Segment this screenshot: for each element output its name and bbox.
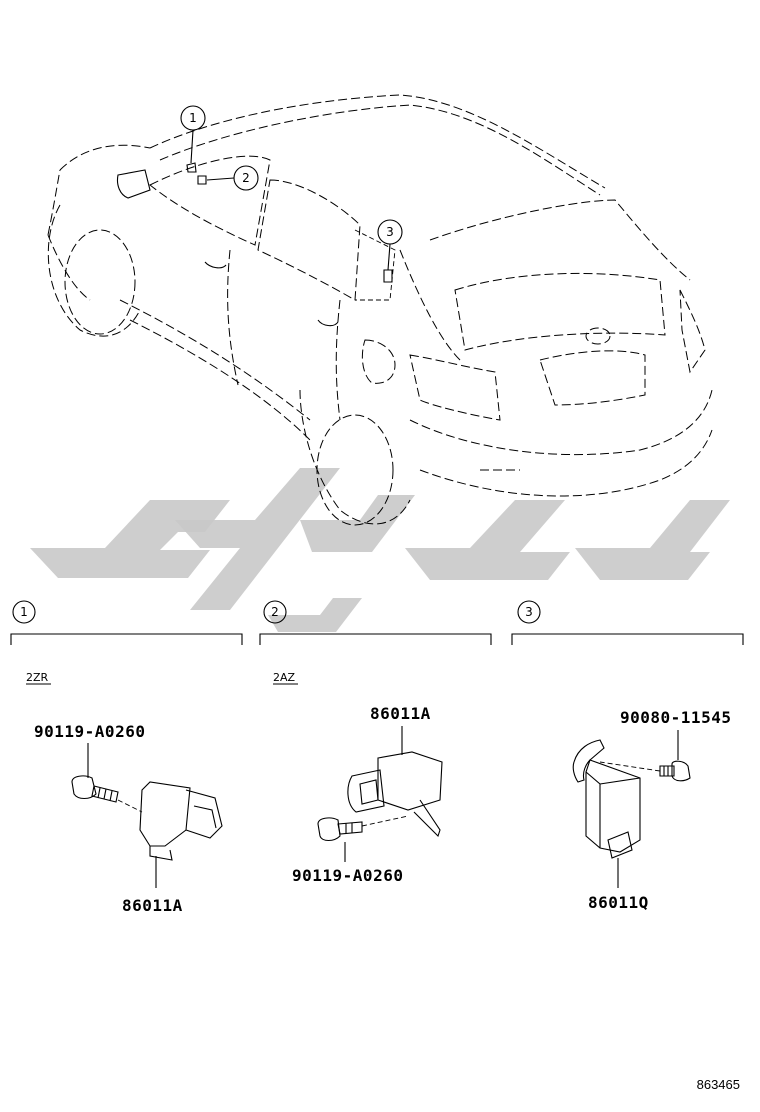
svg-text:1: 1 [20, 605, 28, 619]
part-number-90080-11545[interactable]: 90080-11545 [620, 708, 731, 727]
vehicle-outline [47, 94, 713, 526]
callout-1: 1 [180, 105, 206, 164]
engine-label-2az: 2AZ [273, 671, 296, 684]
callout-2: 2 [206, 165, 259, 191]
part-number-86011q[interactable]: 86011Q [588, 893, 649, 912]
part-number-86011a-s1[interactable]: 86011A [122, 896, 183, 915]
svg-text:3: 3 [525, 605, 533, 619]
watermark-logo [30, 468, 730, 632]
part-number-90119-a0260-s2[interactable]: 90119-A0260 [292, 866, 403, 885]
part-number-86011a-s2[interactable]: 86011A [370, 704, 431, 723]
svg-text:2: 2 [271, 605, 279, 619]
section-1-parts: 90119-A0260 86011A [34, 722, 223, 915]
svg-text:1: 1 [189, 111, 197, 125]
svg-text:3: 3 [386, 225, 394, 239]
section-3-header: 3 [511, 600, 744, 645]
illustration-number: 863465 [697, 1077, 740, 1092]
section-1-header: 1 2ZR [10, 600, 243, 685]
section-2-parts: 86011A 90119-A0260 [292, 704, 443, 885]
svg-text:2: 2 [242, 171, 250, 185]
engine-label-2zr: 2ZR [26, 671, 49, 684]
section-3-parts: 90080-11545 86011Q [572, 708, 731, 912]
callout-3: 3 [377, 219, 403, 271]
section-2-header: 2 2AZ [259, 600, 492, 685]
part-number-90119-a0260[interactable]: 90119-A0260 [34, 722, 145, 741]
